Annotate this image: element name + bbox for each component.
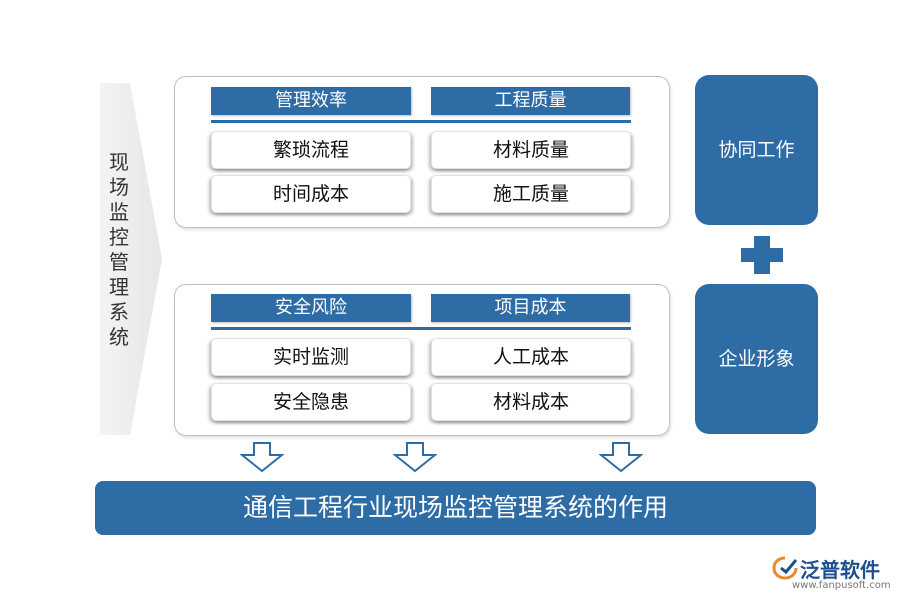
down-arrow-icon	[393, 442, 437, 472]
header-engineering-quality: 工程质量	[431, 87, 630, 115]
cell-realtime-monitoring: 实时监测	[211, 338, 411, 376]
header-management-efficiency: 管理效率	[211, 87, 411, 115]
logo-url: www.fanpusoft.com	[792, 580, 891, 591]
cell-safety-hazard: 安全隐患	[211, 383, 411, 421]
header-safety-risk: 安全风险	[211, 294, 411, 322]
cell-material-quality: 材料质量	[431, 131, 631, 169]
cell-time-cost: 时间成本	[211, 175, 411, 213]
bottom-banner-title: 通信工程行业现场监控管理系统的作用	[95, 481, 816, 535]
down-arrow-icon	[240, 442, 284, 472]
box-corporate-image: 企业形象	[695, 284, 818, 434]
logo-icon	[772, 556, 798, 580]
plus-icon	[741, 236, 783, 274]
cell-tedious-process: 繁琐流程	[211, 131, 411, 169]
cell-construction-quality: 施工质量	[431, 175, 631, 213]
box-collaboration: 协同工作	[695, 75, 818, 225]
side-title: 现场监控管理系统	[109, 150, 129, 349]
cell-material-cost: 材料成本	[431, 383, 631, 421]
down-arrow-icon	[599, 442, 643, 472]
divider-line	[211, 120, 631, 123]
logo-name: 泛普软件	[800, 558, 880, 582]
side-chevron-shape	[100, 83, 162, 435]
header-project-cost: 项目成本	[431, 294, 630, 322]
cell-labor-cost: 人工成本	[431, 338, 631, 376]
divider-line	[211, 327, 631, 330]
